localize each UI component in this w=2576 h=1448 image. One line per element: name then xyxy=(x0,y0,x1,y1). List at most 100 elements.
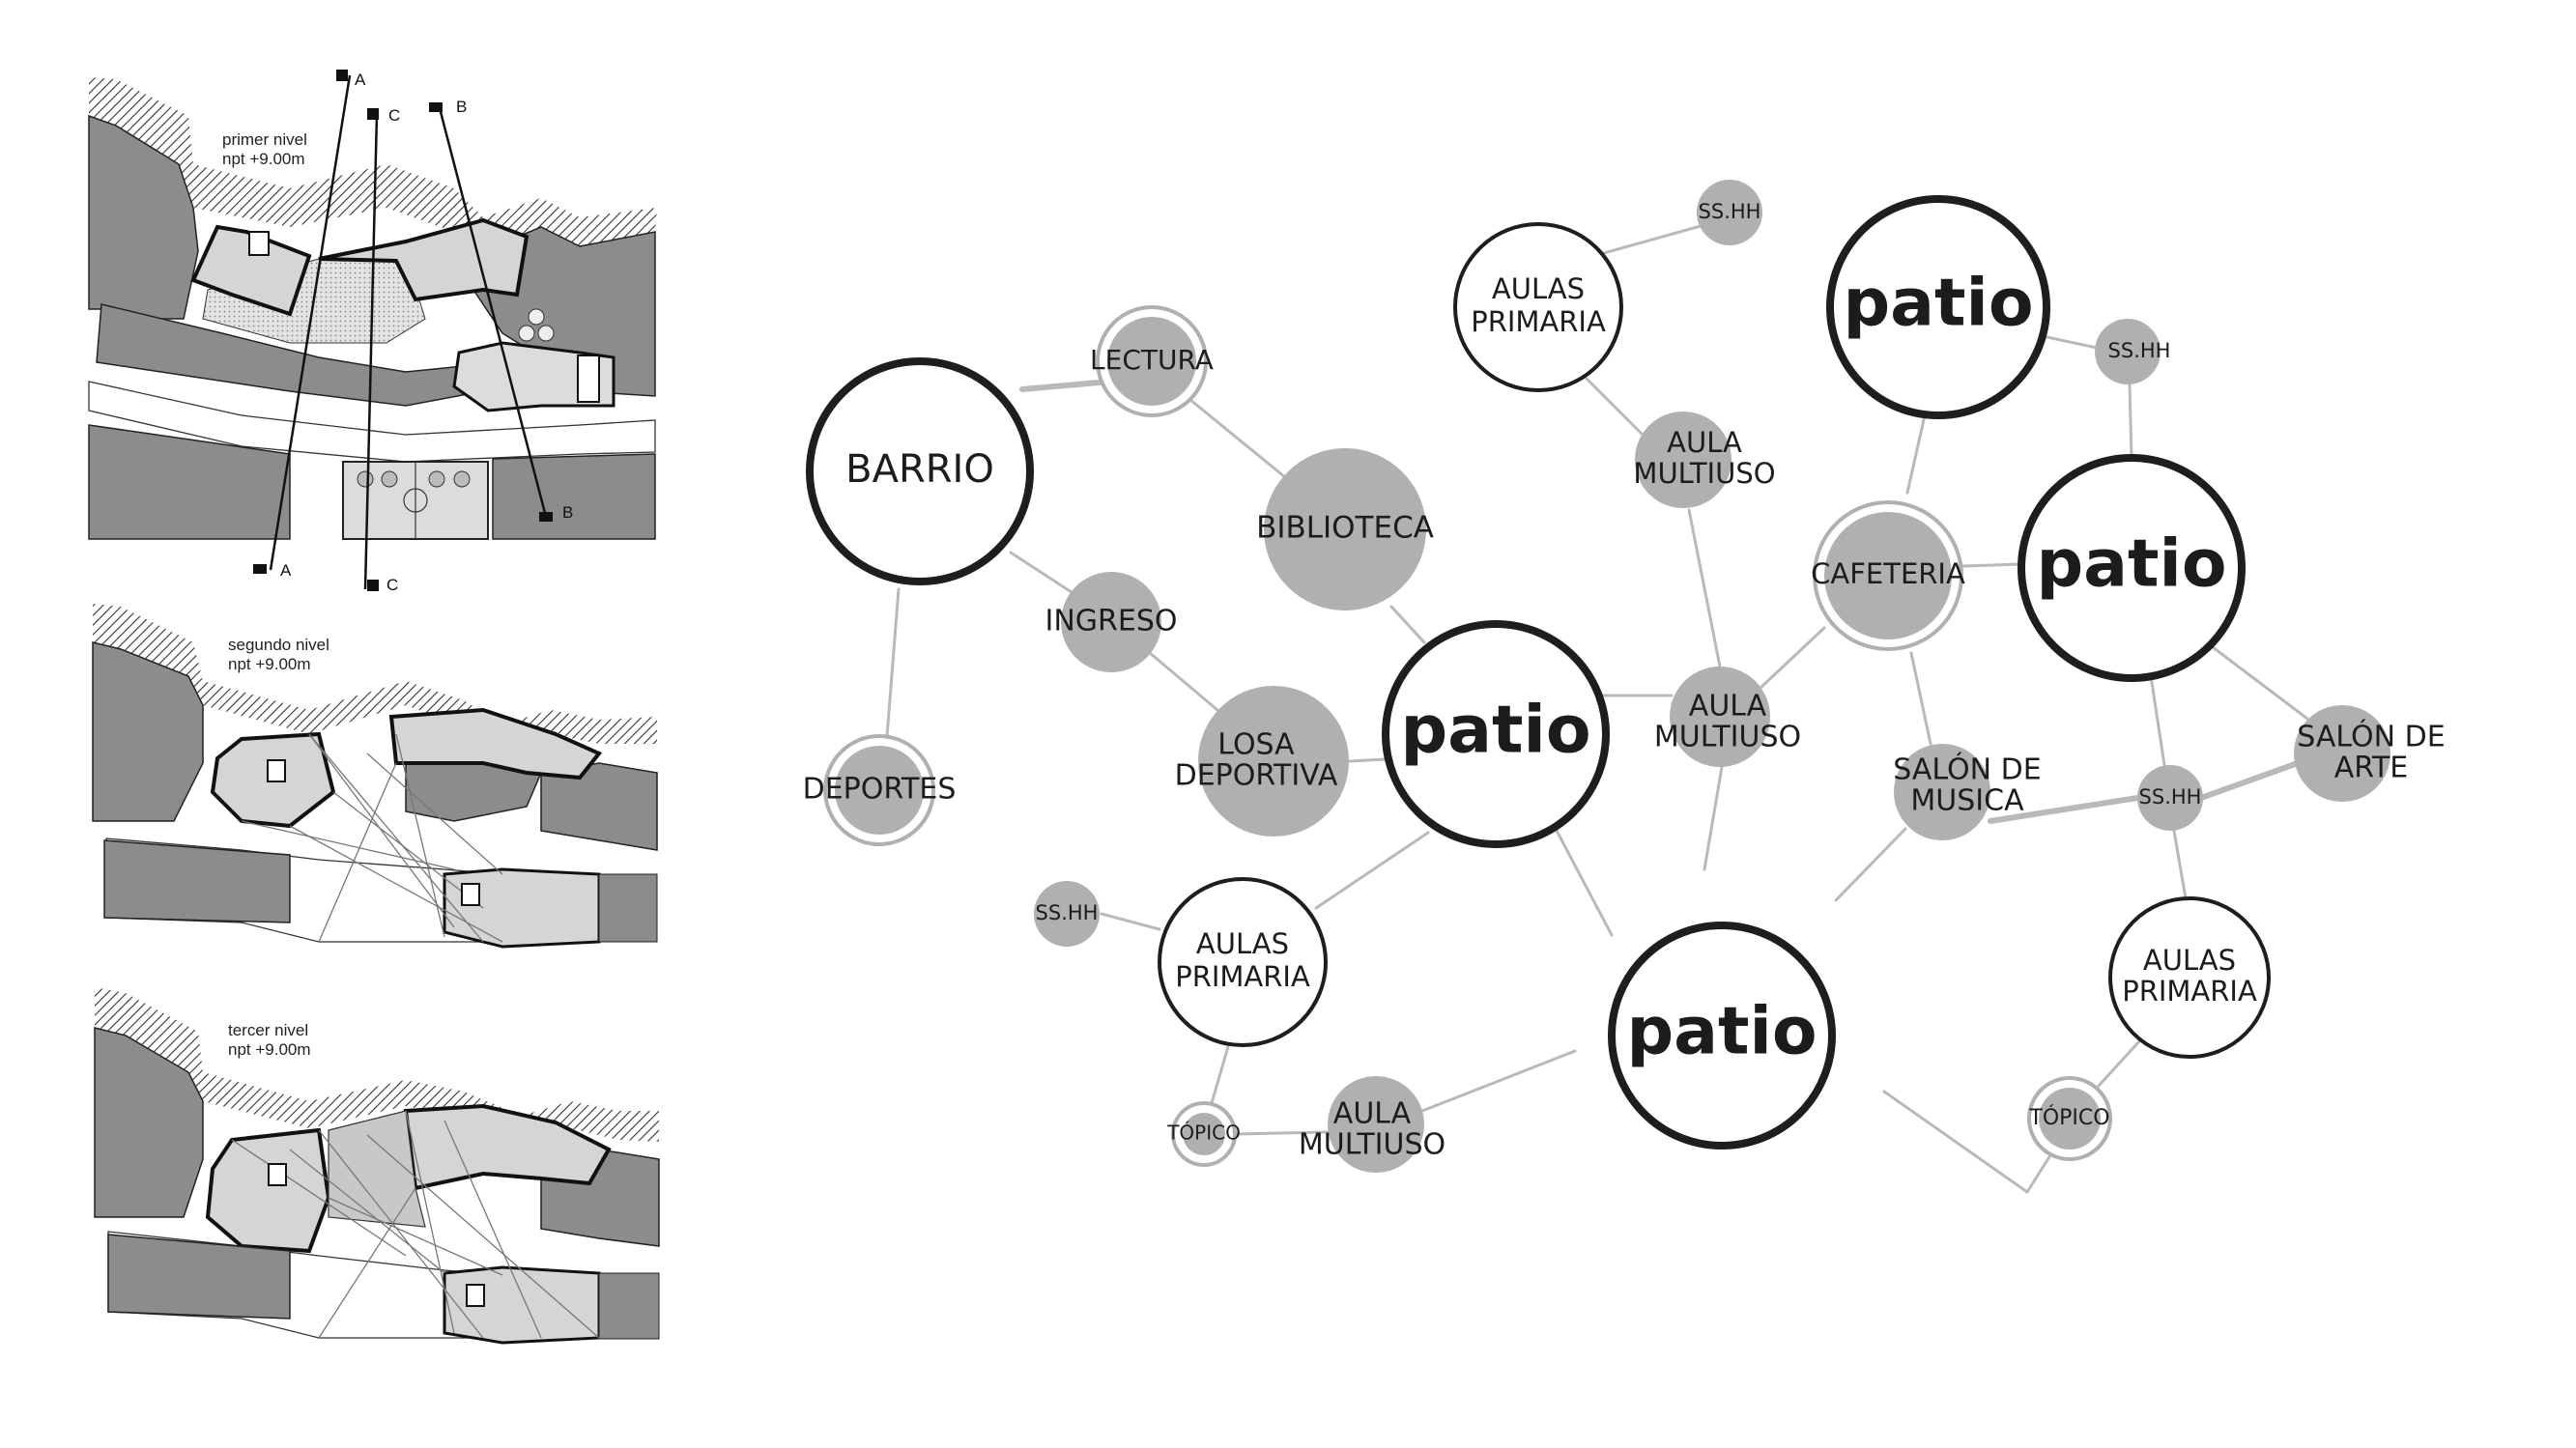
node-disc xyxy=(1107,317,1196,406)
node-disc xyxy=(2137,765,2203,831)
section-label: A xyxy=(355,71,366,89)
node-disc xyxy=(2039,1088,2101,1150)
connection-line xyxy=(1233,1130,1330,1136)
node-label: BARRIO xyxy=(845,447,994,492)
node-disc xyxy=(1635,412,1732,508)
node-disc xyxy=(1034,881,1100,947)
node-label: SALÓN DE xyxy=(2297,719,2445,754)
node-label: SS.HH xyxy=(1036,901,1099,924)
connection-line xyxy=(1583,375,1654,446)
node-lectura: LECTURA xyxy=(1090,305,1214,417)
plan-segundo-nivel: segundo nivel npt +9.00m xyxy=(92,604,658,949)
connection-line xyxy=(1554,827,1614,937)
node-label: BIBLIOTECA xyxy=(1256,511,1434,546)
node-label: SS.HH xyxy=(1699,200,1761,223)
node-ring xyxy=(2108,896,2271,1059)
node-ring xyxy=(1826,195,2050,419)
node-label: SALÓN DE xyxy=(1893,752,2041,787)
node-sshh-top: SS.HH xyxy=(1697,180,1762,245)
node-label: DEPORTES xyxy=(803,773,957,807)
node-label: SS.HH xyxy=(2139,785,2202,809)
node-label: TÓPICO xyxy=(1166,1121,1241,1145)
connection-line xyxy=(1210,1041,1231,1105)
node-sshh-right-top: SS.HH xyxy=(2095,319,2170,384)
node-label: SS.HH xyxy=(2108,339,2171,362)
program-nodes: BARRIO LECTURA BIBLIOTECA INGRESO DEPORTES LO… xyxy=(803,180,2446,1173)
section-label: C xyxy=(388,106,400,125)
section-line-c xyxy=(363,113,379,590)
node-label: PRIMARIA xyxy=(2122,975,2257,1008)
connection-line xyxy=(1602,224,1703,255)
node-topico-left: TÓPICO xyxy=(1166,1101,1241,1167)
connection-line xyxy=(1988,795,2140,824)
node-topico-right: TÓPICO xyxy=(2027,1076,2112,1161)
main-building-outline xyxy=(403,1103,612,1191)
connection-line xyxy=(2097,1039,2141,1088)
node-label: LECTURA xyxy=(1090,344,1214,376)
node-label: PRIMARIA xyxy=(1175,960,1310,993)
building-mass xyxy=(94,1027,204,1218)
node-disc xyxy=(2095,319,2161,384)
section-label: B xyxy=(456,98,467,116)
building-mass xyxy=(92,641,204,822)
node-deportes: DEPORTES xyxy=(803,734,957,846)
central-hall xyxy=(328,1110,426,1228)
connection-line xyxy=(1347,757,1388,763)
connection-line xyxy=(2041,334,2099,350)
node-label: INGRESO xyxy=(1045,605,1178,639)
node-ingreso: INGRESO xyxy=(1045,572,1178,672)
connection-line xyxy=(2149,674,2166,767)
main-building-outline xyxy=(388,707,603,781)
node-disc xyxy=(1198,686,1349,837)
connection-line xyxy=(2172,829,2188,900)
plan-level: npt +9.00m xyxy=(228,1040,311,1059)
node-label: MULTIUSO xyxy=(1654,721,1801,754)
bubble-diagram: BARRIO LECTURA BIBLIOTECA INGRESO DEPORTES LO… xyxy=(803,180,2446,1194)
node-disc xyxy=(835,746,924,835)
node-label: MUSICA xyxy=(1910,784,2024,818)
node-label: LOSA xyxy=(1217,728,1295,762)
building-mass xyxy=(540,762,658,851)
connection-line xyxy=(2128,383,2133,460)
node-label: AULA xyxy=(1667,426,1742,459)
node-barrio: BARRIO xyxy=(806,357,1034,585)
node-biblioteca: BIBLIOTECA xyxy=(1256,448,1434,610)
connection-line xyxy=(1389,605,1426,644)
node-disc xyxy=(1894,744,1990,840)
terrain-hatch xyxy=(95,987,659,1142)
terrain-hatch xyxy=(93,604,657,749)
connection-line xyxy=(1961,562,2023,568)
east-wing xyxy=(443,867,601,949)
node-label: AULA xyxy=(1333,1097,1412,1131)
node-patio-top: patio xyxy=(1826,195,2050,419)
node-ring xyxy=(1453,222,1623,392)
floor-plans: A C B A C B primer nivel npt +9.00m xyxy=(88,70,660,1345)
connection-line xyxy=(1909,651,1932,746)
east-wing xyxy=(452,341,615,412)
plan-tercer-nivel: tercer nivel npt +9.00m xyxy=(94,987,660,1345)
node-disc xyxy=(1264,448,1426,610)
node-ring xyxy=(2018,454,2246,682)
node-disc xyxy=(1328,1076,1424,1173)
node-ring xyxy=(1158,877,1328,1047)
connection-line xyxy=(1188,398,1287,479)
node-label: patio xyxy=(2036,526,2226,603)
connections xyxy=(885,224,2309,1194)
building-mass xyxy=(103,839,291,923)
connection-line xyxy=(1019,379,1112,392)
node-patio-right: patio xyxy=(2018,454,2246,682)
node-label: PRIMARIA xyxy=(1471,305,1606,338)
node-label: AULAS xyxy=(2143,944,2236,977)
building-mass xyxy=(88,424,291,540)
node-sshh-right: SS.HH xyxy=(2137,765,2203,831)
node-disc xyxy=(1697,180,1762,245)
node-ring xyxy=(806,357,1034,585)
node-label: TÓPICO xyxy=(2028,1105,2109,1130)
node-label: patio xyxy=(1400,693,1590,769)
